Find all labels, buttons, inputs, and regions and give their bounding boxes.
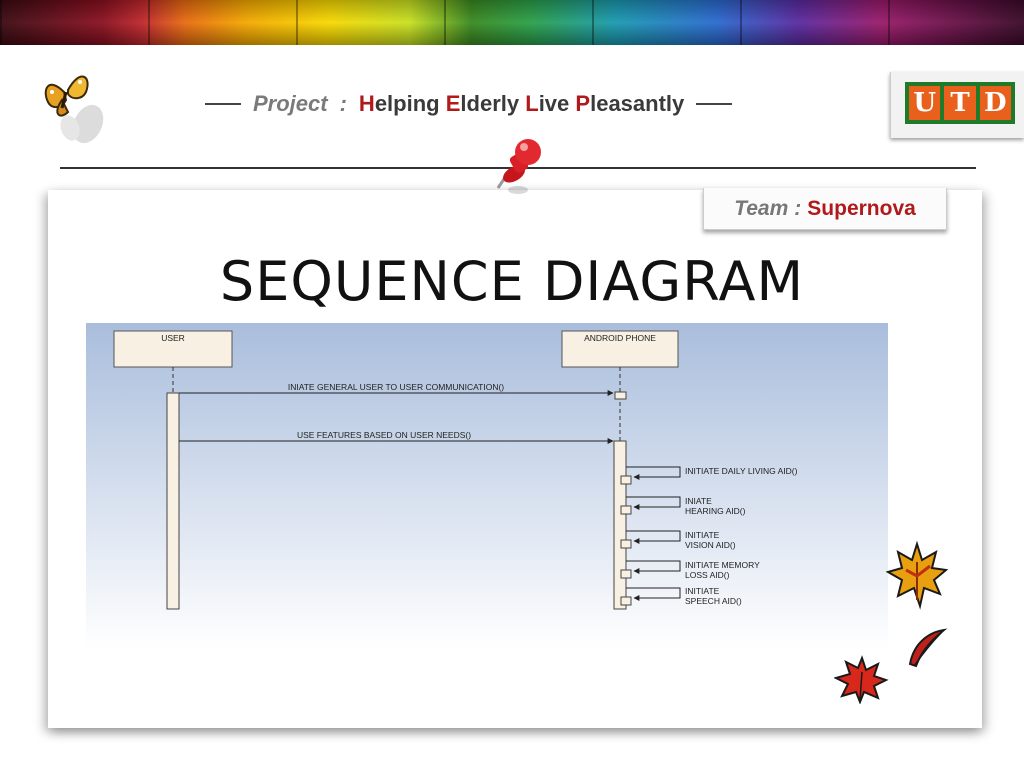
self-call-label: SPEECH AID() (685, 596, 742, 606)
team-name: Supernova (807, 196, 916, 220)
activation-user (166, 392, 180, 610)
self-call-label: INIATE (685, 496, 712, 506)
project-title: Project : Helping Elderly Live Pleasantl… (205, 88, 805, 120)
self-call-label: INITIATE MEMORY (685, 560, 760, 570)
team-label: Team (734, 196, 789, 220)
team-badge: Team : Supernova (703, 188, 947, 230)
utd-letter: D (979, 86, 1011, 120)
self-call: INITIATE MEMORY LOSS AID() (620, 560, 760, 580)
sequence-diagram: USER ANDROID PHONE INIATE GENERAL USER T… (86, 323, 888, 649)
lifeline-label-android: ANDROID PHONE (584, 333, 656, 343)
diagram-background (86, 323, 888, 649)
slide-title: SEQUENCE DIAGRAM (219, 250, 805, 313)
utd-logo: U T D (890, 72, 1024, 138)
title-dash-right (696, 103, 733, 105)
project-label: Project (253, 91, 328, 116)
message-label: USE FEATURES BASED ON USER NEEDS() (297, 430, 471, 440)
activation-android (613, 440, 627, 610)
self-call-label: VISION AID() (685, 540, 736, 550)
top-color-banner (0, 0, 1024, 45)
self-call-label: INITIATE (685, 586, 720, 596)
lifeline-box-android (561, 330, 679, 368)
team-separator: : (794, 196, 802, 220)
utd-logo-box: U T D (905, 82, 1015, 124)
maple-leaf-icon (834, 655, 889, 704)
message-label: INIATE GENERAL USER TO USER COMMUNICATIO… (288, 382, 504, 392)
maple-leaf-icon (886, 540, 948, 610)
lifeline-box-user (113, 330, 233, 368)
project-separator: : (339, 91, 347, 116)
leaf-icon (908, 628, 948, 668)
self-call-label: LOSS AID() (685, 570, 730, 580)
pushpin-icon (496, 139, 541, 194)
self-call: INITIATE SPEECH AID() (620, 586, 742, 606)
utd-letter: T (944, 86, 976, 120)
utd-letter: U (909, 86, 941, 120)
title-dash-left (205, 103, 241, 105)
self-call: INITIATE DAILY LIVING AID() (620, 466, 798, 485)
self-call-label: HEARING AID() (685, 506, 746, 516)
self-call-label: INITIATE (685, 530, 720, 540)
self-call: INIATE HEARING AID() (620, 496, 746, 516)
lifeline-label-user: USER (161, 333, 185, 343)
activation-android-small (614, 391, 627, 400)
project-name: Helping Elderly Live Pleasantly (358, 91, 685, 116)
self-call: INITIATE VISION AID() (620, 530, 736, 550)
butterfly-icon (44, 75, 104, 144)
self-call-label: INITIATE DAILY LIVING AID() (685, 466, 798, 476)
